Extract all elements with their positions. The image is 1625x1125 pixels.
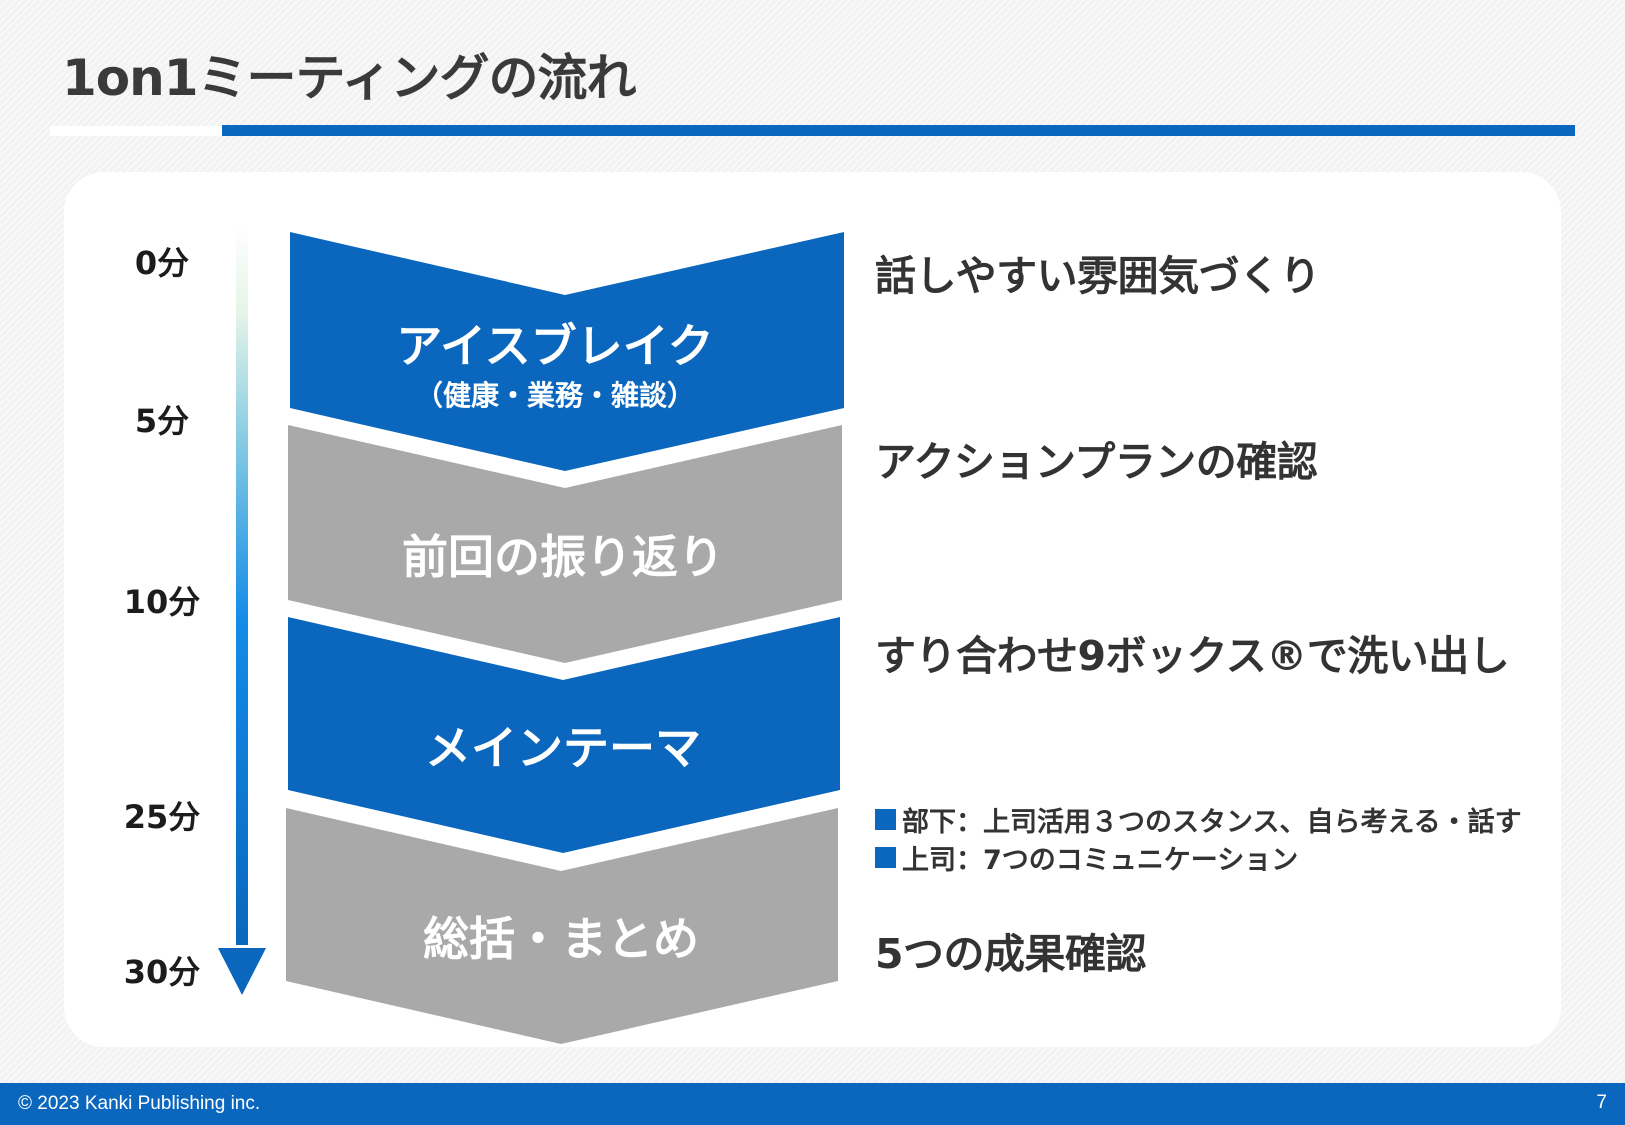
step-title: メインテーマ — [425, 721, 701, 775]
step-description-main-theme: すり合わせ9ボックス®で洗い出し — [875, 632, 1510, 680]
step-chevron-summary — [286, 808, 838, 1044]
step-description-ice-break: 話しやすい雰囲気づくり — [875, 252, 1321, 300]
step-title: 前回の振り返り — [402, 530, 724, 584]
title-underline-light — [50, 126, 222, 136]
time-label-25: 25分 — [123, 798, 201, 836]
step-title: アイスブレイク — [396, 319, 713, 373]
copyright-text: © 2023 Kanki Publishing inc. — [18, 1093, 261, 1114]
bullet-subordinate: 部下：上司活用３つのスタンス、自ら考える・話す — [875, 800, 1522, 839]
time-label-10: 10分 — [123, 583, 201, 621]
footer-bar: © 2023 Kanki Publishing inc. 7 — [0, 1083, 1625, 1125]
step-description-review: アクションプランの確認 — [875, 438, 1318, 486]
page-title: 1on1ミーティングの流れ — [62, 49, 637, 107]
step-title: 総括・まとめ — [423, 912, 699, 966]
step-subtitle: （健康・業務・雑談） — [415, 379, 695, 412]
time-label-30: 30分 — [123, 953, 201, 991]
bullet-boss: 上司：7つのコミュニケーション — [875, 838, 1298, 877]
time-label-5: 5分 — [134, 402, 190, 440]
page-number: 7 — [1596, 1092, 1607, 1113]
timeline-arrow-shaft — [236, 225, 248, 945]
bullet-text: 部下：上司活用３つのスタンス、自ら考える・話す — [902, 807, 1522, 838]
step-description-summary: 5つの成果確認 — [875, 930, 1147, 978]
timeline-arrow-head — [218, 948, 266, 995]
square-bullet-icon — [875, 809, 896, 830]
step-chevron-main-theme — [288, 617, 840, 853]
title-underline — [222, 125, 1575, 136]
time-label-0: 0分 — [134, 244, 190, 282]
square-bullet-icon — [875, 847, 896, 868]
bullet-text: 上司：7つのコミュニケーション — [902, 845, 1299, 876]
step-chevron-ice-break — [290, 232, 844, 471]
step-chevron-review — [288, 425, 842, 663]
